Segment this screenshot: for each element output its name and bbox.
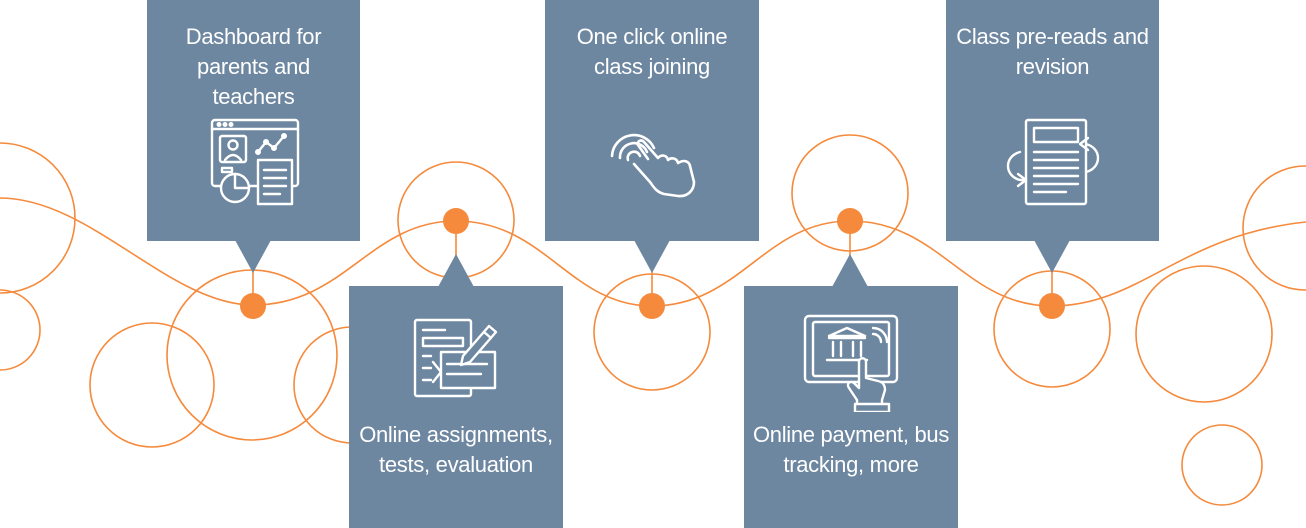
card-pointer: [634, 240, 670, 273]
feature-card-payment: Online payment, bus tracking, more: [744, 286, 958, 528]
feature-card-dashboard: Dashboard for parents and teachers: [147, 0, 360, 241]
feature-label: Online assignments, tests, evaluation: [359, 422, 553, 477]
assignment-icon: [411, 316, 501, 400]
card-pointer: [832, 254, 868, 287]
tap-icon: [604, 124, 700, 200]
timeline-dot: [1039, 293, 1065, 319]
feature-card-pre-reads: Class pre-reads and revision: [946, 0, 1159, 241]
deco-circle: [1135, 265, 1273, 403]
feature-label: Dashboard for parents and teachers: [185, 24, 322, 109]
timeline-dot: [443, 208, 469, 234]
document-icon: [1000, 116, 1106, 208]
deco-circle: [1242, 165, 1306, 291]
card-pointer: [438, 254, 474, 287]
timeline-dot: [639, 293, 665, 319]
feature-label: Online payment, bus tracking, more: [752, 422, 950, 477]
card-pointer: [1034, 240, 1070, 273]
feature-label: One click online class joining: [576, 24, 728, 79]
feature-card-assignments: Online assignments, tests, evaluation: [349, 286, 563, 528]
timeline-dot: [240, 293, 266, 319]
deco-circle: [1181, 424, 1263, 506]
bank-payment-icon: [801, 312, 901, 412]
deco-circle: [0, 142, 76, 294]
feature-label: Class pre-reads and revision: [956, 24, 1149, 79]
deco-circle: [89, 322, 215, 448]
dashboard-icon: [204, 114, 304, 208]
feature-card-online-class: One click online class joining: [545, 0, 759, 241]
card-pointer: [235, 240, 271, 273]
deco-circle: [0, 289, 41, 371]
timeline-dot: [837, 208, 863, 234]
